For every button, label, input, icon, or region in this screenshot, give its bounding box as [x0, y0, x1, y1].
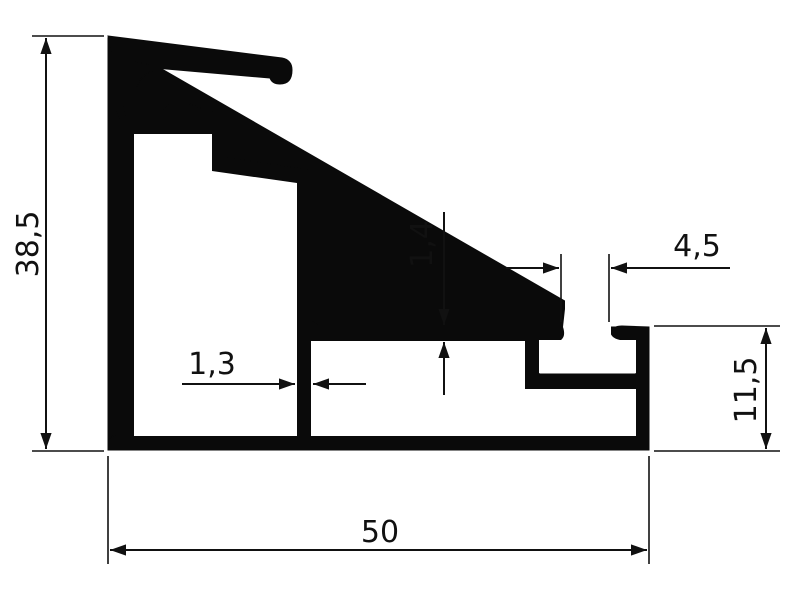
dimension-set: 38,5 50 11,5 1,3 1,4 4,5	[11, 35, 780, 564]
top-lip	[107, 35, 293, 134]
top-lip-hook	[119, 57, 156, 119]
slot-width-label: 4,5	[673, 229, 721, 264]
slot-cavity	[539, 341, 636, 373]
height-label: 38,5	[11, 211, 46, 278]
right-outer-wall	[635, 326, 650, 451]
slot-opening-round	[539, 300, 636, 342]
lower-right-cavity	[525, 389, 636, 436]
lower-height-label: 11,5	[729, 357, 764, 424]
right-top-flange	[610, 325, 650, 341]
width-label: 50	[361, 515, 399, 550]
profile-section	[107, 35, 650, 451]
lower-middle-cavity	[311, 341, 525, 436]
left-cavity-upper	[134, 134, 297, 436]
left-wall-foot	[107, 433, 135, 451]
bottom-flange	[107, 436, 650, 451]
upper-shelf	[119, 119, 225, 134]
web-thickness-label: 1,3	[188, 347, 236, 382]
middle-flange	[296, 326, 562, 342]
right-box-floor	[524, 373, 638, 389]
flange-thickness-label: 1,4	[405, 220, 440, 268]
